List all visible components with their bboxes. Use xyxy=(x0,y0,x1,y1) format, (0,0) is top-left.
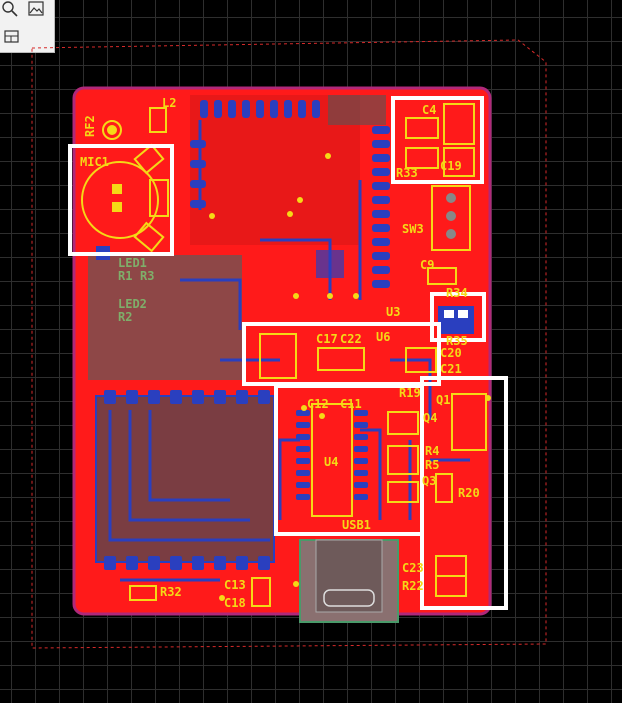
label-r5: R5 xyxy=(425,458,439,472)
label-r2: R2 xyxy=(118,310,132,324)
label-c4: C4 xyxy=(422,103,436,117)
label-u6: U6 xyxy=(376,330,390,344)
label-rf2: RF2 xyxy=(83,115,97,137)
selection-q1-r22[interactable] xyxy=(420,376,508,610)
label-mic1: MIC1 xyxy=(80,155,109,169)
traces xyxy=(108,120,470,582)
label-led2: LED2 xyxy=(118,297,147,311)
label-c17: C17 xyxy=(316,332,338,346)
label-r22: R22 xyxy=(402,579,424,593)
designator-labels: RF2 L2 C4 C19 R33 MIC1 SW3 C9 R34 R35 U3… xyxy=(80,96,480,610)
silkscreen xyxy=(81,107,487,607)
label-c13: C13 xyxy=(224,578,246,592)
label-r35: R35 xyxy=(446,334,468,348)
zoom-icon[interactable] xyxy=(1,0,19,18)
label-r19: R19 xyxy=(399,386,421,400)
label-c12: C12 xyxy=(307,397,329,411)
bottom-copper-regions xyxy=(88,95,399,623)
label-q1: Q1 xyxy=(436,393,450,407)
selection-r34-r35[interactable] xyxy=(430,292,486,342)
label-r33: R33 xyxy=(396,166,418,180)
label-l2: L2 xyxy=(162,96,176,110)
selection-c4-c19[interactable] xyxy=(391,96,484,184)
label-u4: U4 xyxy=(324,455,338,469)
view-toolbar xyxy=(0,0,55,53)
layer-icon[interactable] xyxy=(2,28,20,46)
vias xyxy=(209,153,491,601)
label-c21: C21 xyxy=(440,362,462,376)
label-r32: R32 xyxy=(160,585,182,599)
label-c22: C22 xyxy=(340,332,362,346)
label-c18: C18 xyxy=(224,596,246,610)
label-u3: U3 xyxy=(386,305,400,319)
keepout-outline xyxy=(31,39,547,649)
label-r34: R34 xyxy=(446,286,468,300)
pad-rows xyxy=(104,100,390,570)
label-r1: R1 xyxy=(118,269,132,283)
selection-mic[interactable] xyxy=(68,144,174,256)
label-c19: C19 xyxy=(440,159,462,173)
label-c20: C20 xyxy=(440,346,462,360)
label-r4: R4 xyxy=(425,444,439,458)
image-icon[interactable] xyxy=(27,0,45,18)
label-r20: R20 xyxy=(458,486,480,500)
label-c23: C23 xyxy=(402,561,424,575)
label-led1: LED1 xyxy=(118,256,147,270)
label-q4: Q4 xyxy=(423,411,437,425)
label-usb1: USB1 xyxy=(342,518,371,532)
label-c11: C11 xyxy=(340,397,362,411)
label-q3: Q3 xyxy=(422,474,436,488)
label-r3: R3 xyxy=(140,269,154,283)
label-sw3: SW3 xyxy=(402,222,424,236)
bottom-layer-labels: LED1 R1 R3 LED2 R2 xyxy=(118,256,154,324)
selection-boxes xyxy=(68,96,508,610)
label-c9: C9 xyxy=(420,258,434,272)
